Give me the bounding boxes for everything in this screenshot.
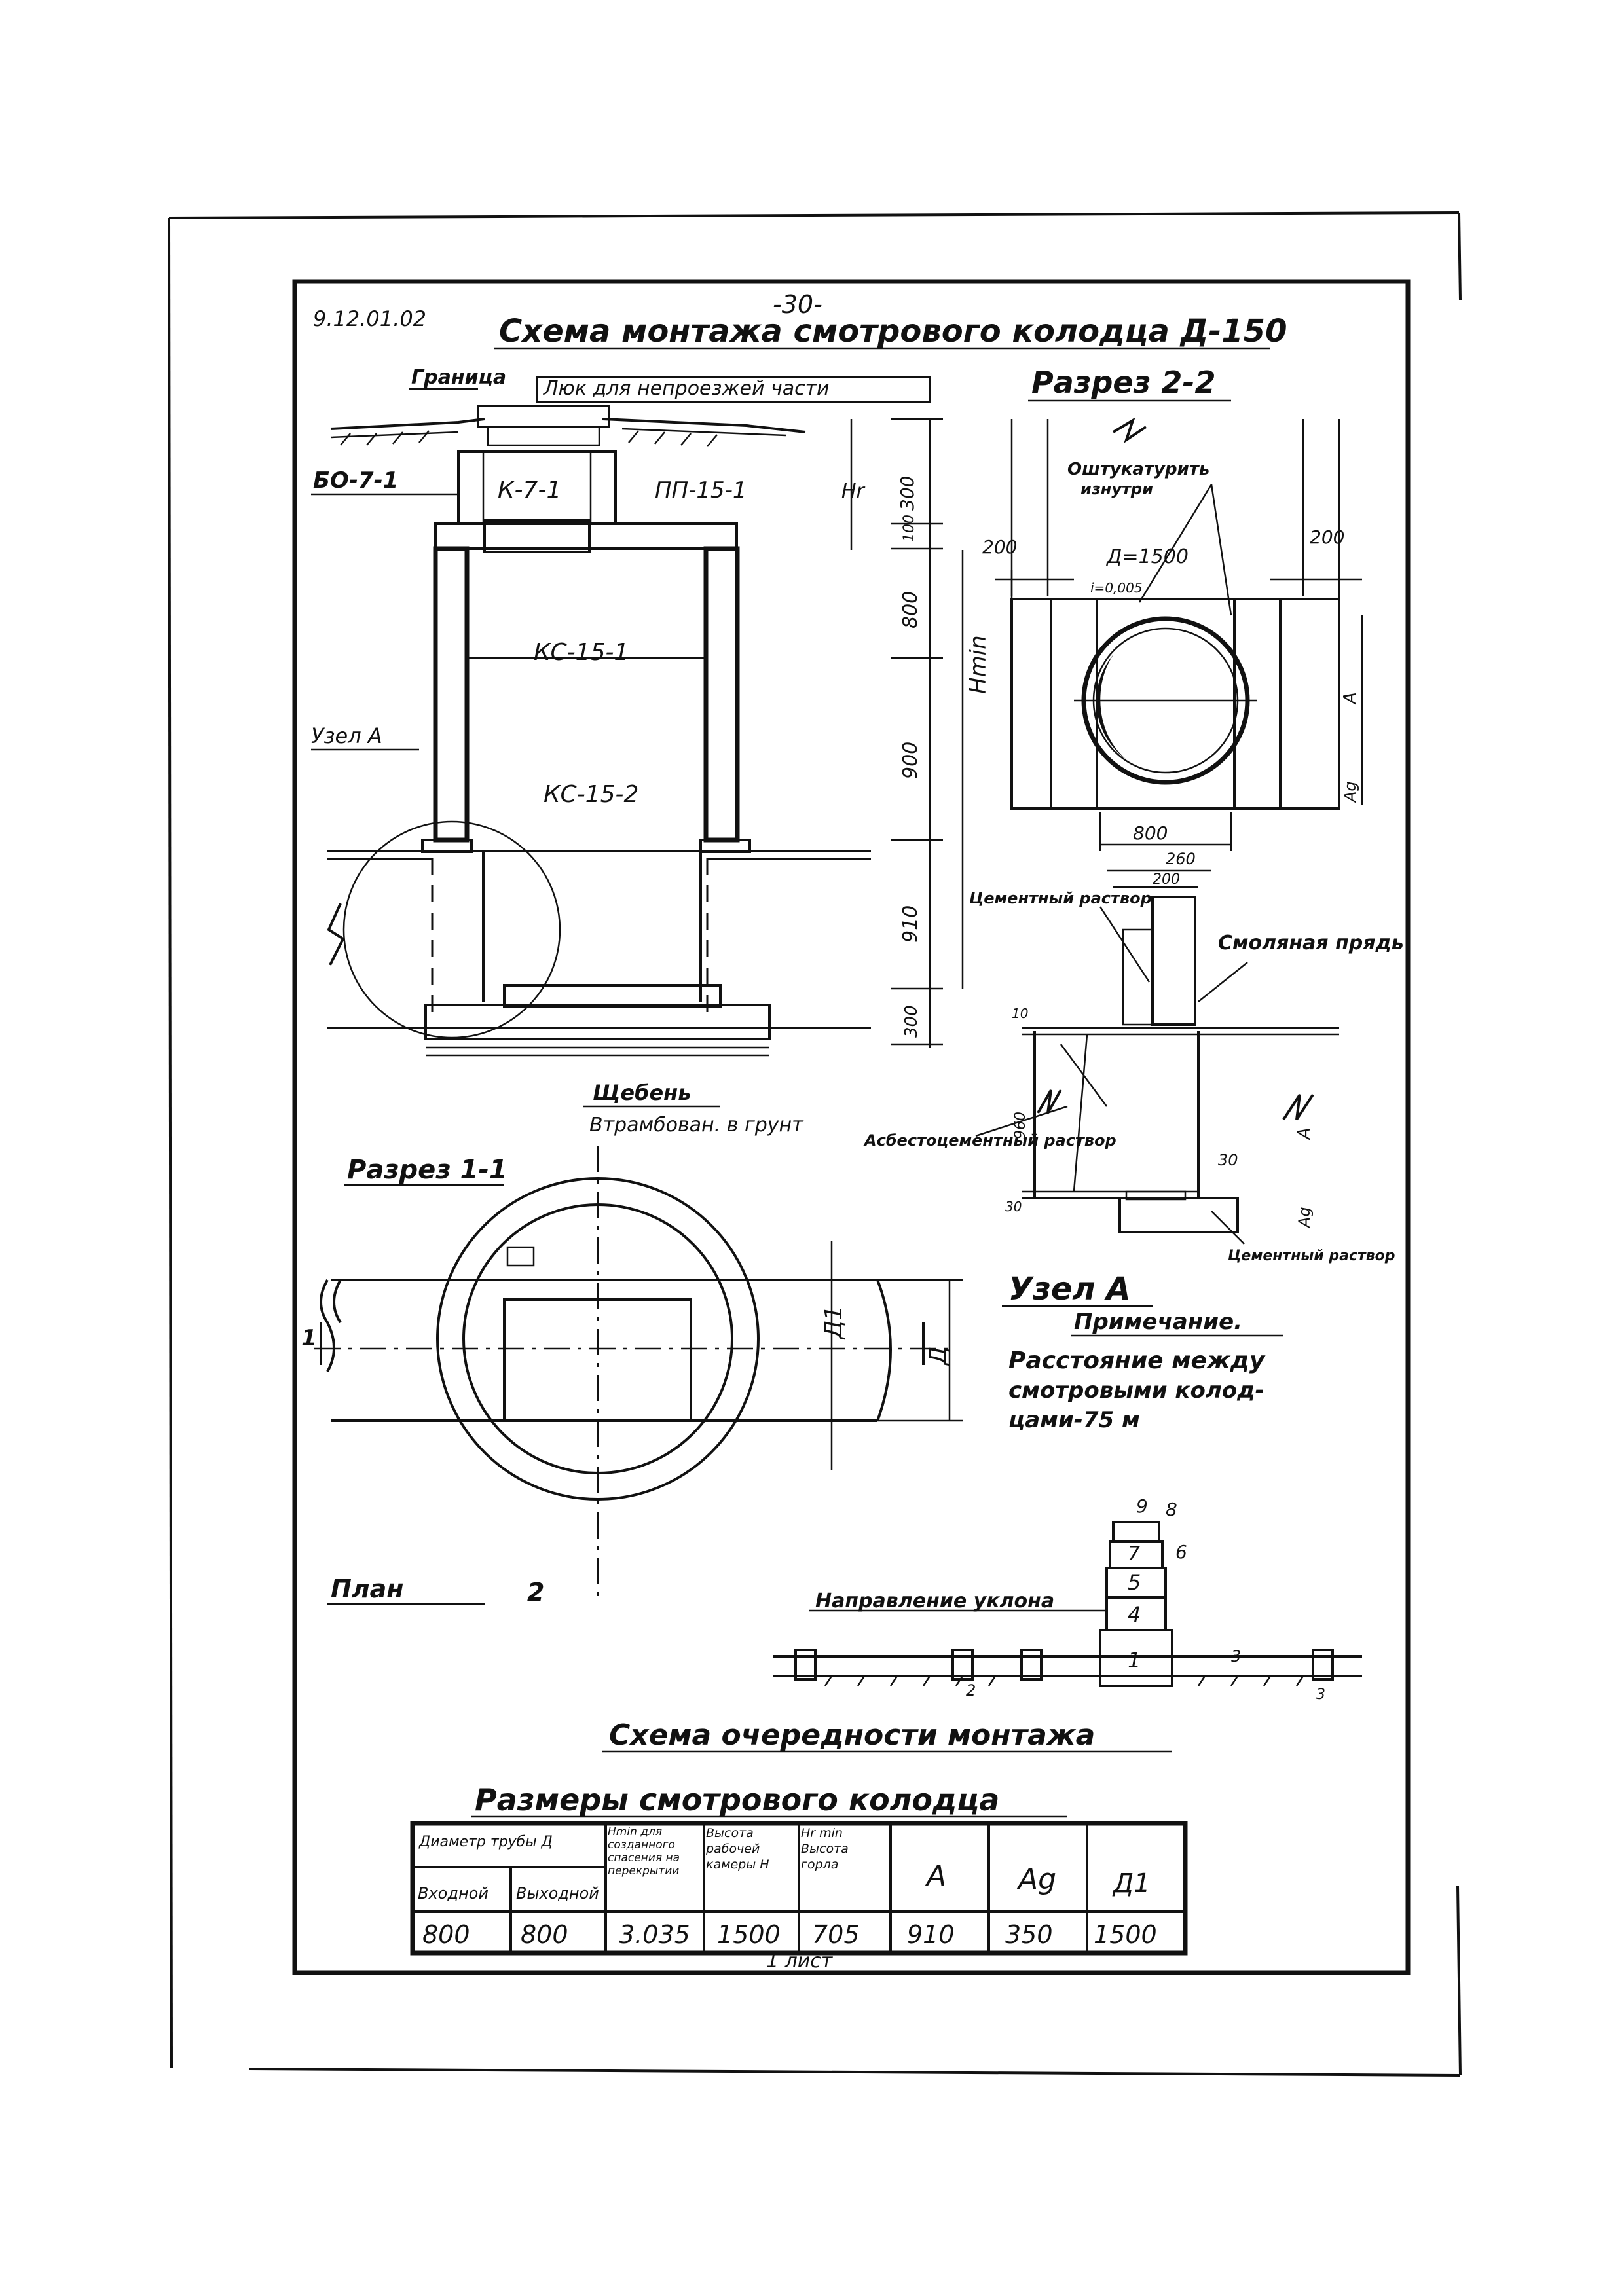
th-inlet: Входной [418,1884,489,1903]
label-hr: Hr [841,480,866,503]
dim-260: 260 [1166,850,1196,868]
td-d1: 1500 [1094,1920,1157,1949]
note-oshtukaturit: Оштукатурить [1067,460,1209,479]
label-k: К-7-1 [498,477,561,503]
seq-2: 2 [966,1681,976,1700]
th-a: А [925,1859,946,1893]
doc-code: 9.12.01.02 [313,306,426,331]
th-d1: Д1 [1112,1868,1151,1899]
plan-label: План [331,1575,404,1603]
th-ad: Аg [1016,1863,1056,1896]
section-1-1-plan [314,1146,963,1604]
dim-900: 900 [899,742,922,779]
mounting-sequence [773,1521,1362,1687]
td-outlet: 800 [521,1920,568,1949]
seq-9: 9 [1136,1495,1148,1517]
td-a: 910 [907,1920,955,1949]
td-h: 1500 [717,1920,781,1949]
dim-200-right: 200 [1310,526,1344,548]
table-title: Размеры смотрового колодца [475,1782,999,1817]
inner-frame [292,279,1411,1975]
dim-d1: Д1 [821,1305,847,1340]
notes-title: Примечание. [1074,1309,1242,1335]
seq-8: 8 [1166,1499,1177,1520]
dim-10: 10 [1012,1006,1028,1021]
seq-5: 5 [1128,1570,1141,1595]
note-line-3: цами-75 м [1008,1407,1140,1433]
seq-7: 7 [1128,1542,1140,1565]
mark-2: 2 [527,1578,544,1607]
dim-d: Д [925,1347,952,1366]
th-outlet: Выходной [516,1884,599,1903]
note-line-2: смотровыми колод- [1008,1377,1264,1404]
node-a-detail [975,869,1339,1245]
dim-910: 910 [899,905,922,943]
label-smolyanaya-pryad: Смоляная прядь [1218,932,1404,955]
td-inlet: 800 [422,1920,470,1949]
outer-frame [168,211,1462,2077]
section-2-2 [995,417,1363,851]
label-cement-rastvor-2: Цементный раствор [1228,1248,1395,1264]
th-hmin: Hmin для созданного спасения на перекрыт… [608,1825,680,1878]
th-hr: Hr min Высота горла [801,1826,849,1872]
seq-3b: 3 [1316,1686,1325,1703]
th-diameter: Диаметр трубы Д [418,1834,553,1850]
label-uzel-a: Узел А [311,723,382,748]
label-pp: ПП-15-1 [655,477,747,503]
th-h-working: Высота рабочей камеры Н [706,1826,769,1872]
label-bo: БО-7-1 [313,467,398,494]
label-cement-rastvor: Цементный раствор [969,889,1152,907]
dim-100: 100 [901,515,917,542]
dimensions-table [410,1821,1188,1956]
sequence-title: Схема очередности монтажа [609,1719,1095,1752]
label-asbest: Асбестоцементный раствор [863,1131,1116,1150]
dim-a-22: А [1340,692,1360,705]
seq-6: 6 [1175,1541,1187,1563]
label-lyuk: Люк для непроезжей части [543,377,830,400]
dim-30b: 30 [1005,1199,1022,1214]
drawing-title: Схема монтажа смотрового колодца Д-150 [499,313,1287,350]
section-2-2-title: Разрез 2-2 [1031,365,1215,400]
label-shcheben: Щебень [593,1080,692,1105]
note-iznutri: изнутри [1080,480,1153,498]
label-hmin: Hmin [965,635,991,694]
section-1-1-title: Разрез 1-1 [347,1155,507,1185]
dim-30: 30 [1218,1151,1238,1169]
main-well-section [327,405,964,1057]
dim-800: 800 [899,591,922,629]
label-vtrambovan: Втрамбован. в грунт [589,1114,804,1137]
seq-4: 4 [1128,1602,1141,1627]
dim-200-left: 200 [982,536,1017,558]
dim-ad-22: Аg [1341,781,1359,803]
mark-1: 1 [301,1325,317,1351]
label-ks2: КС-15-2 [544,781,638,808]
td-hmin: 3.035 [619,1920,690,1949]
dim-300b: 300 [902,1005,921,1038]
dim-800-bottom: 800 [1133,822,1168,844]
label-ks1: КС-15-1 [534,639,629,666]
page-number: -30- [773,290,822,319]
dim-ad-node: Аg [1295,1207,1314,1229]
seq-1: 1 [1128,1648,1141,1673]
seq-3a: 3 [1231,1647,1241,1666]
direction-label: Направление уклона [815,1590,1054,1613]
dim-200: 200 [1153,871,1180,888]
sheet-footer: 1 лист [766,1950,834,1973]
td-hr: 705 [812,1920,860,1949]
dim-960: 960 [1012,1112,1029,1139]
dim-slope: i=0,005 [1090,580,1143,596]
label-granitsa: Граница [411,366,506,389]
note-line-1: Расстояние между [1008,1347,1266,1374]
td-ad: 350 [1005,1920,1053,1949]
dim-300: 300 [896,476,918,511]
dim-a-node: А [1295,1127,1314,1140]
dim-d1500: Д=1500 [1105,545,1189,568]
node-a-title: Узел А [1008,1271,1130,1307]
